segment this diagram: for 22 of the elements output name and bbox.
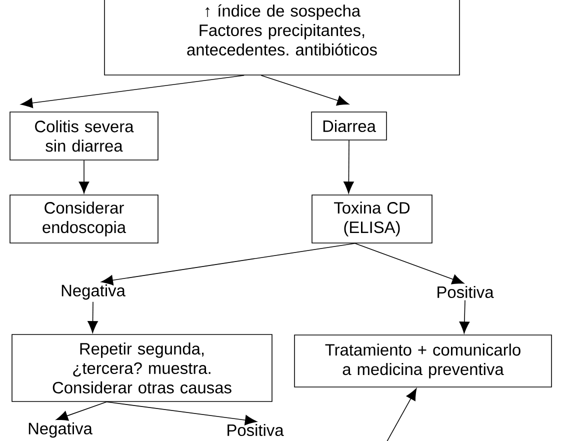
process-box: Toxina CD (ELISA) <box>312 194 432 244</box>
arrow <box>260 75 349 106</box>
arrow <box>344 140 354 194</box>
process-box: Diarrea <box>311 112 387 140</box>
process-box: Tratamiento + comunicarlo a medicina preventiva <box>294 334 552 388</box>
process-box: Colitis severa sin diarrea <box>10 112 158 160</box>
decision-label: Negativa <box>28 422 92 438</box>
decision-label: Negativa <box>62 284 126 300</box>
arrow <box>56 402 107 421</box>
arrow <box>106 402 257 426</box>
arrow <box>88 301 98 334</box>
arrow <box>459 300 470 334</box>
process-box: Considerar endoscopia <box>10 194 158 244</box>
arrow <box>384 388 417 441</box>
arrow <box>101 243 356 286</box>
arrow <box>354 243 464 284</box>
decision-label: Positiva <box>438 286 494 298</box>
arrow <box>20 75 244 108</box>
arrow <box>78 160 90 194</box>
process-box: ↑ índice de sospecha Factores precipitantes, antecedentes. antibióticos <box>104 0 460 76</box>
decision-label: Positiva <box>228 424 284 436</box>
process-box: Repetir segunda, ¿tercera? muestra. Considerar otras causas <box>12 334 272 402</box>
